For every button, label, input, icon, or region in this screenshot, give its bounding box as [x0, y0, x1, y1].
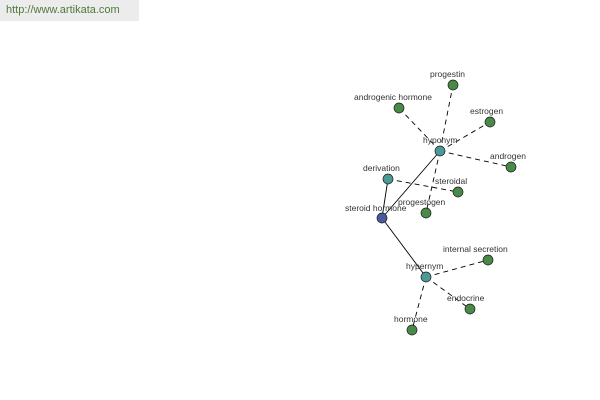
edge-steroid-hormone-to-hypernym [381, 217, 427, 278]
site-header-bar: http://www.artikata.com [0, 0, 139, 21]
node-label-hyponym: hyponym [423, 135, 458, 145]
edge-hypernym-to-hormone [411, 276, 427, 331]
node-dot-androgen[interactable] [505, 161, 517, 173]
node-progestin[interactable]: progestin [430, 69, 465, 91]
node-dot-derivation[interactable] [382, 173, 394, 185]
node-dot-internal-secretion[interactable] [482, 254, 494, 266]
edge-hyponym-to-estrogen [439, 121, 491, 152]
edge-hyponym-to-androgenic-hormone [398, 107, 441, 152]
node-dot-hormone[interactable] [406, 324, 418, 336]
node-dot-endocrine[interactable] [464, 303, 476, 315]
edge-hypernym-to-internal-secretion [425, 259, 489, 278]
node-label-estrogen: estrogen [470, 106, 503, 116]
node-label-steroidal: steroidal [435, 176, 467, 186]
node-label-hypernym: hypernym [406, 261, 443, 271]
node-steroid-hormone[interactable]: steroid hormone [345, 203, 407, 224]
edge-steroid-hormone-to-hyponym [381, 150, 441, 219]
site-url-link[interactable]: http://www.artikata.com [6, 4, 120, 16]
node-label-endocrine: endocrine [447, 293, 485, 303]
node-internal-secretion[interactable]: internal secretion [443, 244, 508, 266]
node-label-progestin: progestin [430, 69, 465, 79]
node-hormone[interactable]: hormone [394, 314, 428, 336]
node-dot-hypernym[interactable] [420, 271, 432, 283]
edge-hyponym-to-androgen [439, 150, 512, 168]
node-dot-steroid-hormone[interactable] [376, 212, 388, 224]
node-label-androgen: androgen [490, 151, 526, 161]
edge-hypernym-to-endocrine [425, 276, 471, 310]
node-label-steroid-hormone: steroid hormone [345, 203, 407, 213]
edge-steroid-hormone-to-derivation [381, 178, 389, 219]
node-dot-progestin[interactable] [447, 79, 459, 91]
node-label-progestogen: progestogen [398, 197, 446, 207]
node-label-hormone: hormone [394, 314, 428, 324]
node-label-derivation: derivation [363, 163, 400, 173]
edges-layer [381, 84, 512, 331]
node-label-internal-secretion: internal secretion [443, 244, 508, 254]
node-endocrine[interactable]: endocrine [447, 293, 485, 315]
node-estrogen[interactable]: estrogen [470, 106, 503, 128]
node-dot-hyponym[interactable] [434, 145, 446, 157]
node-androgen[interactable]: androgen [490, 151, 526, 173]
node-dot-progestogen[interactable] [420, 207, 432, 219]
node-dot-steroidal[interactable] [452, 186, 464, 198]
node-progestogen[interactable]: progestogen [398, 197, 446, 219]
node-derivation[interactable]: derivation [363, 163, 400, 185]
node-steroidal[interactable]: steroidal [435, 176, 467, 198]
edge-hyponym-to-progestin [439, 84, 454, 152]
node-androgenic-hormone[interactable]: androgenic hormone [354, 92, 432, 114]
nodes-layer: steroid hormone hyponym derivation hypernym… [345, 69, 526, 336]
node-dot-estrogen[interactable] [484, 116, 496, 128]
node-hypernym[interactable]: hypernym [406, 261, 443, 283]
node-dot-androgenic-hormone[interactable] [393, 102, 405, 114]
edge-hyponym-to-progestogen [425, 150, 441, 214]
node-label-androgenic-hormone: androgenic hormone [354, 92, 432, 102]
node-hyponym[interactable]: hyponym [423, 135, 458, 157]
edge-derivation-to-steroidal [387, 178, 459, 193]
